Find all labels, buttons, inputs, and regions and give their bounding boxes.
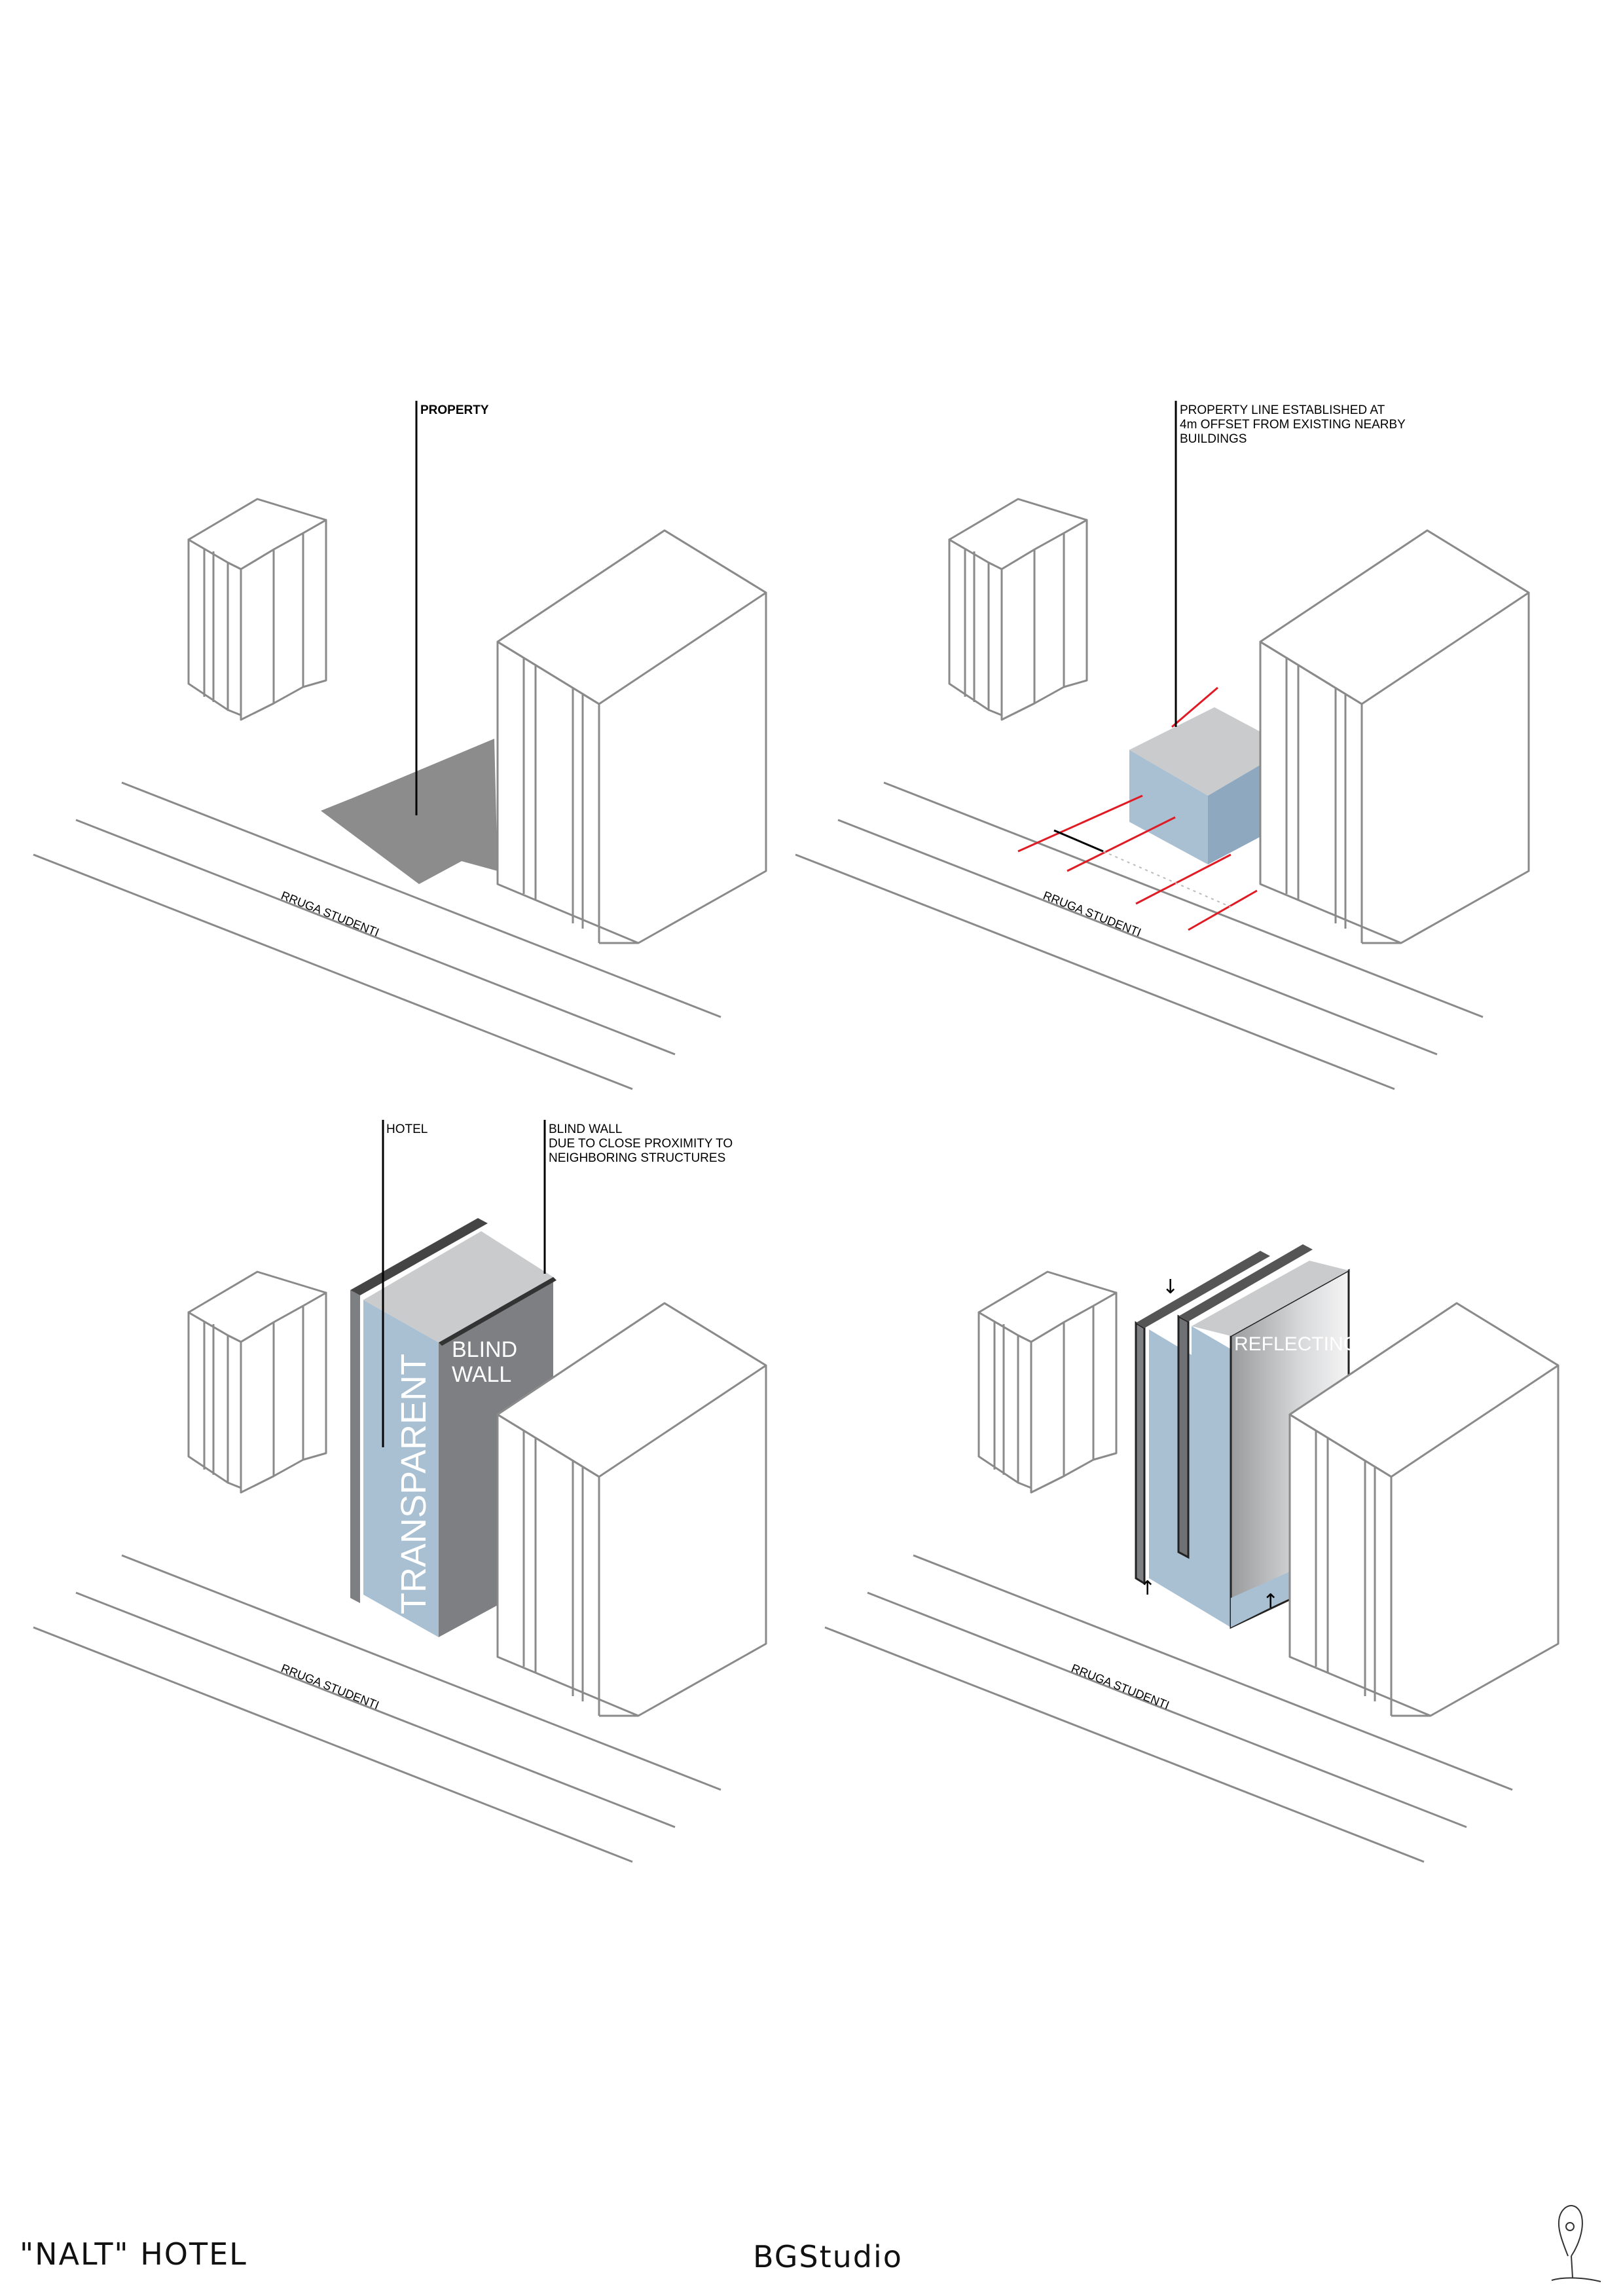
street-name: RRUGA STUDENTI (280, 889, 381, 939)
tree-sketch-icon (1551, 2205, 1601, 2282)
reflecting-label: REFLECTING (1234, 1333, 1359, 1355)
blind-wall-label-2: WALL (452, 1362, 511, 1387)
diagram-shifted-volumes: REFLECTING ↓ ↑ ↑ RRUGA STUDENTI (824, 1244, 1559, 1863)
hotel-tower: TRANSPARENT BLIND WALL (350, 1218, 556, 1637)
diagram-property: PROPERTY RRUGA STUDENTI (32, 401, 767, 1090)
up-arrow-icon: ↑ (1139, 1577, 1156, 1600)
blind-wall-note-2: DUE TO CLOSE PROXIMITY TO (549, 1137, 733, 1151)
studio-name: BGStudio (753, 2239, 903, 2274)
street-name: RRUGA STUDENTI (1042, 889, 1143, 939)
diagram-facade-types: TRANSPARENT BLIND WALL HOTEL BLIND WALL … (32, 1120, 767, 1863)
property-line-note-2: 4m OFFSET FROM EXISTING NEARBY (1180, 418, 1406, 432)
blind-wall-note-1: BLIND WALL (549, 1122, 622, 1136)
transparent-label: TRANSPARENT (394, 1354, 433, 1614)
neighbor-building-left (187, 1270, 327, 1494)
property-label: PROPERTY (420, 403, 489, 417)
down-arrow-icon: ↓ (1162, 1276, 1178, 1299)
blind-wall-label-1: BLIND (452, 1337, 517, 1362)
diagram-property-line: PROPERTY LINE ESTABLISHED AT 4m OFFSET F… (794, 401, 1530, 1090)
up-arrow-icon: ↑ (1262, 1590, 1279, 1613)
hotel-label: HOTEL (386, 1122, 428, 1136)
neighbor-building-right (496, 529, 767, 944)
neighbor-building-right (1259, 529, 1530, 944)
hotel-volume-initial (1129, 707, 1264, 864)
street-name: RRUGA STUDENTI (1070, 1661, 1171, 1712)
property-plot (321, 739, 498, 884)
street-name: RRUGA STUDENTI (280, 1661, 381, 1712)
neighbor-building-left (948, 498, 1088, 721)
property-line-note-1: PROPERTY LINE ESTABLISHED AT (1180, 403, 1385, 417)
neighbor-building-left (187, 498, 327, 721)
project-title: "NALT" HOTEL (20, 2236, 247, 2272)
offset-lines (1017, 686, 1258, 931)
property-line-note-3: BUILDINGS (1180, 432, 1247, 446)
blind-wall-note-3: NEIGHBORING STRUCTURES (549, 1151, 725, 1165)
neighbor-building-left (977, 1270, 1118, 1494)
